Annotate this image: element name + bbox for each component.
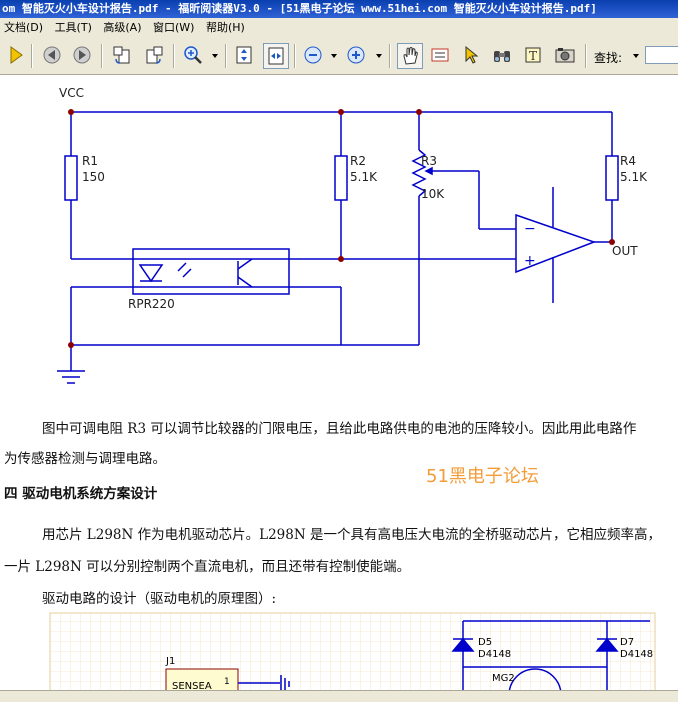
zoom-dropdown-arrow[interactable]	[212, 54, 218, 58]
zoom-in-dropdown-arrow[interactable]	[376, 54, 382, 58]
snapshot-icon[interactable]	[553, 43, 577, 67]
binoculars-icon[interactable]	[490, 43, 514, 67]
document-view: VCC R1 150 R2 5.1K R3 10K R4 5.1K OUT RP…	[0, 75, 678, 690]
toolbar-separator	[101, 44, 103, 68]
watermark: 51黑电子论坛	[426, 466, 539, 487]
menu-document[interactable]: 文档(D)	[4, 21, 44, 34]
sensor-label: RPR220	[128, 297, 175, 311]
toolbar-separator	[225, 44, 227, 68]
r1-value: 150	[82, 170, 105, 184]
window-title: om 智能灭火小车设计报告.pdf - 福昕阅读器V3.0 - [51黑电子论坛…	[2, 2, 597, 15]
zoom-in-circle-icon[interactable]	[344, 43, 368, 67]
r4-value: 5.1K	[620, 170, 648, 184]
section-heading: 四 驱动电机系统方案设计	[4, 486, 158, 502]
hand-tool-icon[interactable]	[397, 43, 423, 69]
r1-name: R1	[82, 154, 98, 168]
text-select-icon[interactable]	[428, 43, 452, 67]
circuit-diagram: VCC R1 150 R2 5.1K R3 10K R4 5.1K OUT RP…	[57, 86, 648, 384]
paragraph-line: 为传感器检测与调理电路。	[4, 451, 166, 467]
menu-tools[interactable]: 工具(T)	[54, 21, 92, 34]
toolbar-separator	[585, 44, 587, 68]
fit-width-icon[interactable]	[263, 43, 289, 69]
back-icon[interactable]	[40, 43, 64, 67]
menu-help[interactable]: 帮助(H)	[205, 21, 245, 34]
d7-part: D4148	[620, 649, 653, 660]
r2-name: R2	[350, 154, 366, 168]
toolbar: T 查找:	[0, 38, 678, 75]
menu-bar: 文档(D) 工具(T) 高级(A) 窗口(W) 帮助(H)	[0, 18, 678, 38]
d5-name: D5	[478, 637, 492, 648]
find-label: 查找:	[594, 51, 623, 65]
paragraph-line: 驱动电路的设计（驱动电机的原理图）:	[42, 591, 277, 607]
out-label: OUT	[612, 244, 638, 258]
find-input[interactable]	[645, 46, 678, 64]
d7-name: D7	[620, 637, 634, 648]
zoom-in-icon[interactable]	[181, 43, 205, 67]
paragraph-line: 一片 L298N 可以分别控制两个直流电机，而且还带有控制使能端。	[4, 559, 411, 575]
zoom-out-circle-icon[interactable]	[301, 43, 325, 67]
opamp-plus: +	[524, 253, 536, 269]
r3-name: R3	[421, 154, 437, 168]
r2-value: 5.1K	[350, 170, 378, 184]
vcc-label: VCC	[59, 86, 84, 100]
sensea-label: SENSEA	[172, 681, 212, 690]
window-title-bar: om 智能灭火小车设计报告.pdf - 福昕阅读器V3.0 - [51黑电子论坛…	[0, 0, 678, 18]
rotate-right-icon[interactable]	[142, 43, 166, 67]
j1-label: J1	[165, 656, 175, 667]
pointer-icon[interactable]	[459, 43, 483, 67]
play-icon[interactable]	[4, 43, 28, 67]
paragraph-line: 图中可调电阻 R3 可以调节比较器的门限电压，且给此电路供电的电池的压降较小。因…	[42, 421, 637, 437]
pin1-label: 1	[224, 677, 230, 687]
rotate-left-icon[interactable]	[110, 43, 134, 67]
fit-page-icon[interactable]	[232, 43, 256, 67]
motor-driver-schematic: J1 SENSEA 1 D5 D4148 D7 D4148 MG2	[49, 612, 656, 690]
svg-text:T: T	[529, 49, 537, 63]
r4-name: R4	[620, 154, 636, 168]
opamp-minus: −	[524, 221, 536, 237]
forward-icon[interactable]	[70, 43, 94, 67]
find-dropdown-arrow[interactable]	[633, 54, 639, 58]
d5-part: D4148	[478, 649, 511, 660]
menu-advanced[interactable]: 高级(A)	[103, 21, 142, 34]
toolbar-separator	[31, 44, 33, 68]
r3-value: 10K	[421, 187, 445, 201]
toolbar-separator	[173, 44, 175, 68]
mg-label: MG2	[492, 673, 515, 684]
menu-window[interactable]: 窗口(W)	[152, 21, 195, 34]
toolbar-separator	[389, 44, 391, 68]
status-bar	[0, 690, 678, 702]
zoom-out-dropdown-arrow[interactable]	[331, 54, 337, 58]
toolbar-separator	[294, 44, 296, 68]
paragraph-line: 用芯片 L298N 作为电机驱动芯片。L298N 是一个具有高电压大电流的全桥驱…	[42, 527, 661, 543]
typewriter-icon[interactable]: T	[521, 43, 545, 67]
